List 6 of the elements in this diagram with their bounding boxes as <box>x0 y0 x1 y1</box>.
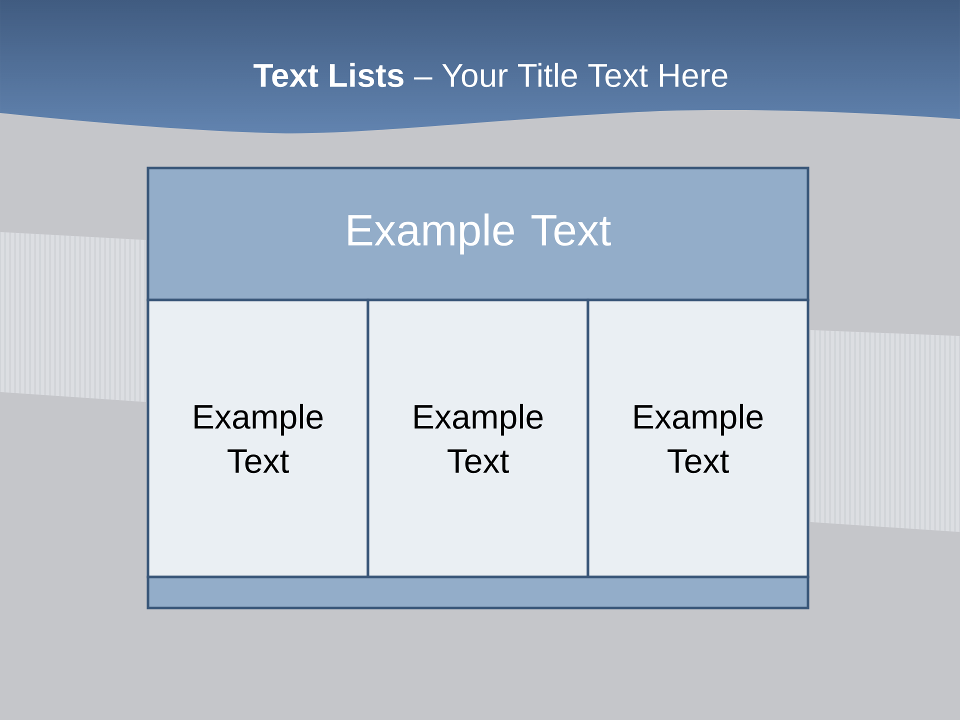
footer-bar <box>146 576 810 610</box>
header-box: Example Text <box>146 166 810 302</box>
text-box: Example Text <box>146 298 370 578</box>
text-box: Example Text <box>586 298 810 578</box>
text-box: Example Text <box>366 298 590 578</box>
title: Text Lists – Your Title Text Here <box>254 62 728 88</box>
